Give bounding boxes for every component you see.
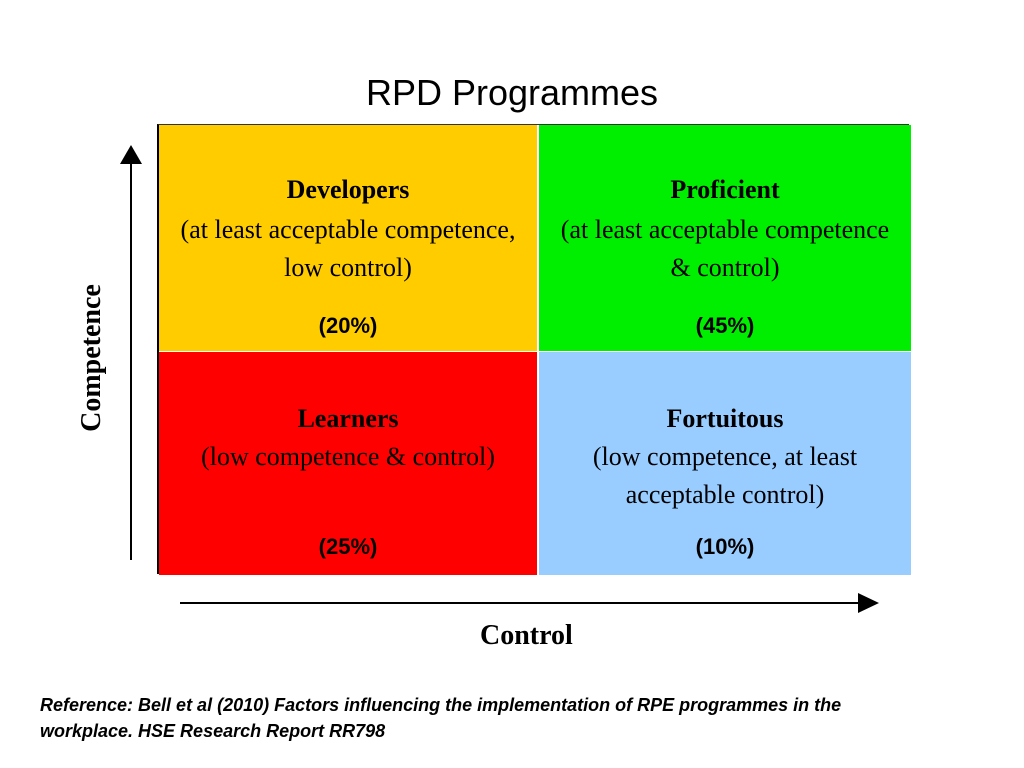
quadrant-name: Proficient <box>670 175 780 204</box>
quadrant-percent: (25%) <box>318 534 378 559</box>
x-axis-label: Control <box>480 620 573 651</box>
quadrant-description: (low competence, at least acceptable con… <box>592 442 858 509</box>
y-axis-label: Competence <box>76 284 107 432</box>
x-axis-arrowhead <box>858 593 879 613</box>
quadrant-description: (at least acceptable competence & contro… <box>560 215 890 282</box>
quadrant-description: (at least acceptable competence, low con… <box>180 215 516 282</box>
quadrant-name: Fortuitous <box>666 404 784 433</box>
quadrant-learners: Learners (low competence & control) (25%… <box>159 352 537 575</box>
quadrant-proficient: Proficient (at least acceptable competen… <box>539 125 911 351</box>
y-axis-arrowhead <box>120 145 142 164</box>
quadrant-name: Developers <box>286 175 410 204</box>
quadrant-fortuitous: Fortuitous (low competence, at least acc… <box>539 352 911 575</box>
quadrant-percent: (10%) <box>695 534 755 559</box>
quadrant-grid: Developers (at least acceptable competen… <box>157 124 911 575</box>
quadrant-description: (low competence & control) <box>201 442 495 471</box>
page-title: RPD Programmes <box>365 72 659 113</box>
quadrant-percent: (45%) <box>695 313 755 338</box>
reference-note: Reference: Bell et al (2010) Factors inf… <box>40 695 842 741</box>
quadrant-developers: Developers (at least acceptable competen… <box>159 125 537 351</box>
quadrant-name: Learners <box>297 404 399 433</box>
quadrant-percent: (20%) <box>318 313 378 338</box>
